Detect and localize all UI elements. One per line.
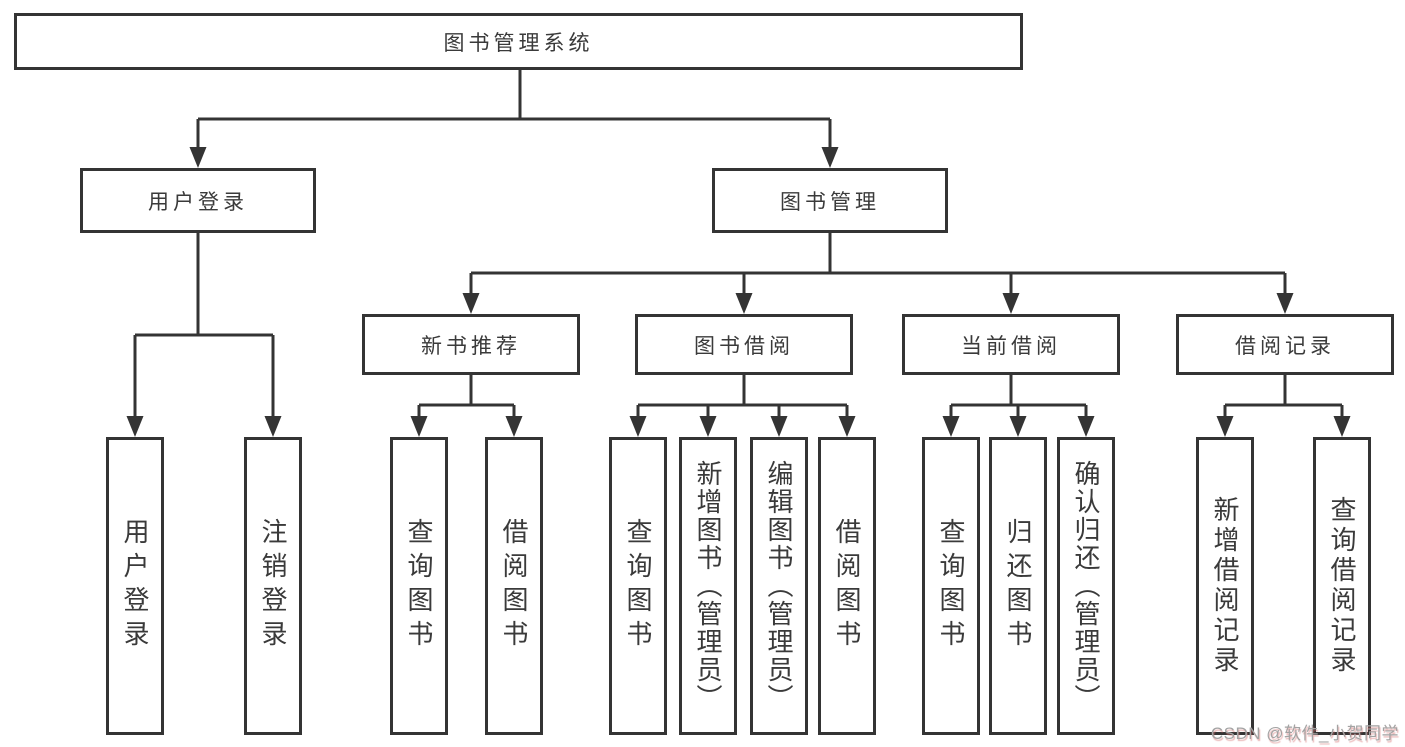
leaf-user-login: 用户登录 — [106, 437, 164, 735]
arrow-down-icon — [126, 416, 144, 437]
arrow-down-icon — [505, 416, 523, 437]
leaf-cb-return-books-label: 归还图书 — [1003, 518, 1033, 654]
leaf-cb-return-books: 归还图书 — [989, 437, 1047, 735]
arrow-down-icon — [838, 416, 856, 437]
leaf-bb-add-books-admin: 新增图书（管理员） — [679, 437, 737, 735]
leaf-nr-borrow-books: 借阅图书 — [485, 437, 543, 735]
leaf-bb-edit-books-admin: 编辑图书（管理员） — [750, 437, 808, 735]
leaf-cb-query-books-label: 查询图书 — [936, 518, 966, 654]
arrow-down-icon — [770, 416, 788, 437]
arrow-down-icon — [1077, 416, 1095, 437]
node-book-management: 图书管理 — [712, 168, 948, 233]
leaf-nr-query-books: 查询图书 — [390, 437, 448, 735]
node-book-borrowing-label: 图书借阅 — [694, 334, 794, 358]
leaf-bb-query-books-label: 查询图书 — [623, 518, 653, 654]
csdn-watermark: CSDN @软件_小贺同学 — [1210, 724, 1399, 743]
node-borrow-records-label: 借阅记录 — [1235, 334, 1335, 358]
node-new-book-recommend: 新书推荐 — [362, 314, 580, 375]
node-user-login-label: 用户登录 — [148, 190, 248, 214]
arrow-down-icon — [1009, 416, 1027, 437]
leaf-nr-query-books-label: 查询图书 — [404, 518, 434, 654]
leaf-bb-add-books-admin-label: 新增图书（管理员） — [693, 460, 723, 712]
node-user-login: 用户登录 — [80, 168, 316, 233]
node-borrow-records: 借阅记录 — [1176, 314, 1394, 375]
arrowheads — [126, 147, 1351, 437]
leaf-bb-edit-books-admin-label: 编辑图书（管理员） — [764, 460, 794, 712]
arrow-down-icon — [1216, 416, 1234, 437]
node-new-book-recommend-label: 新书推荐 — [421, 334, 521, 358]
leaf-cb-confirm-return-admin: 确认归还（管理员） — [1057, 437, 1115, 735]
leaf-logout: 注销登录 — [244, 437, 302, 735]
arrow-down-icon — [189, 147, 207, 168]
leaf-bb-query-books: 查询图书 — [609, 437, 667, 735]
leaf-br-add-record-label: 新增借阅记录 — [1210, 496, 1240, 676]
leaf-cb-query-books: 查询图书 — [922, 437, 980, 735]
leaf-nr-borrow-books-label: 借阅图书 — [499, 518, 529, 654]
arrow-down-icon — [699, 416, 717, 437]
node-root-label: 图书管理系统 — [443, 31, 594, 55]
leaf-cb-confirm-return-admin-label: 确认归还（管理员） — [1071, 460, 1101, 712]
arrow-down-icon — [629, 416, 647, 437]
arrow-down-icon — [942, 416, 960, 437]
arrow-down-icon — [410, 416, 428, 437]
arrow-down-icon — [1333, 416, 1351, 437]
arrow-down-icon — [1002, 293, 1020, 314]
arrow-down-icon — [264, 416, 282, 437]
node-current-borrowing-label: 当前借阅 — [961, 334, 1061, 358]
node-book-management-label: 图书管理 — [780, 190, 880, 214]
node-current-borrowing: 当前借阅 — [902, 314, 1120, 375]
node-book-borrowing: 图书借阅 — [635, 314, 853, 375]
leaf-user-login-label: 用户登录 — [120, 518, 150, 654]
node-root: 图书管理系统 — [14, 13, 1023, 70]
arrow-down-icon — [735, 293, 753, 314]
leaf-bb-borrow-books-label: 借阅图书 — [832, 518, 862, 654]
arrow-down-icon — [821, 147, 839, 168]
leaf-br-add-record: 新增借阅记录 — [1196, 437, 1254, 735]
leaf-br-query-record-label: 查询借阅记录 — [1327, 496, 1357, 676]
leaf-br-query-record: 查询借阅记录 — [1313, 437, 1371, 735]
leaf-bb-borrow-books: 借阅图书 — [818, 437, 876, 735]
tree-connectors — [133, 70, 1344, 420]
arrow-down-icon — [462, 293, 480, 314]
arrow-down-icon — [1276, 293, 1294, 314]
leaf-logout-label: 注销登录 — [258, 518, 288, 654]
